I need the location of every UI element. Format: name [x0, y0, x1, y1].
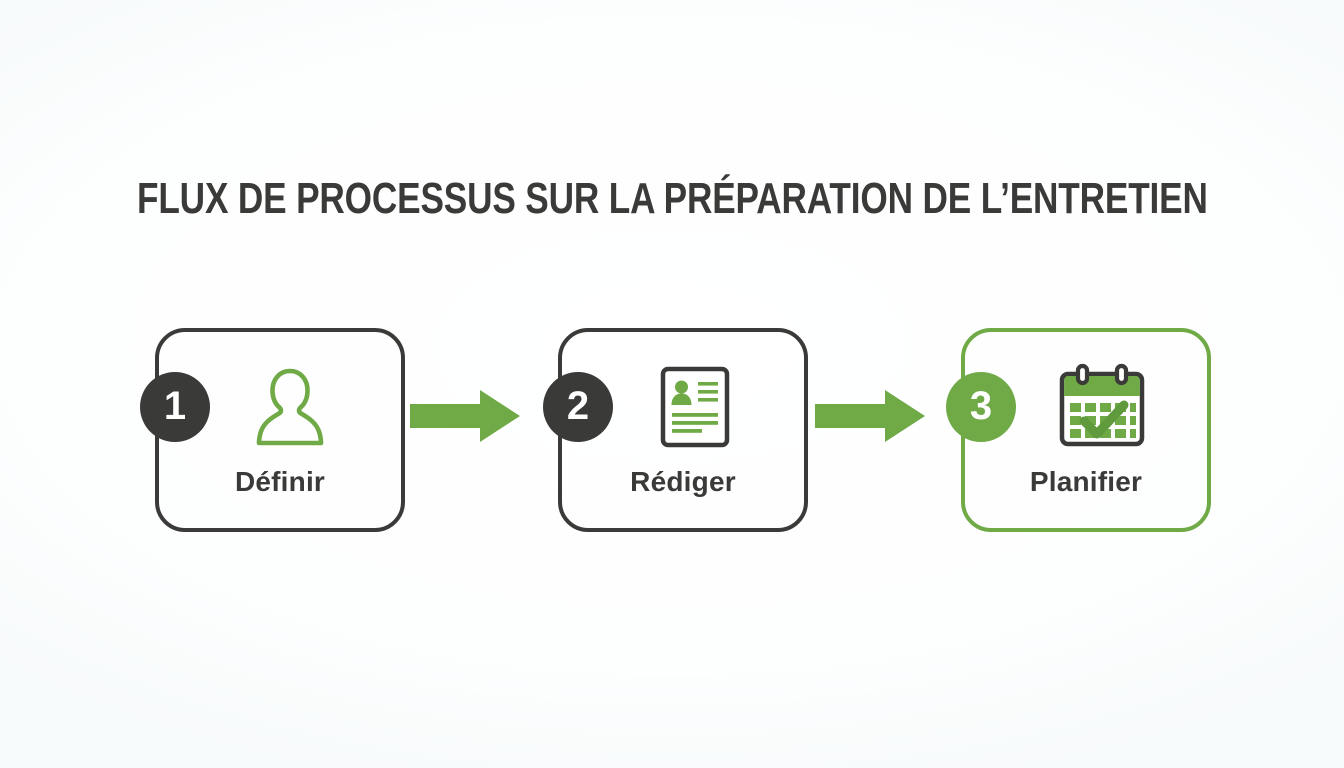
step-label-1: Définir — [234, 466, 326, 497]
page-title: FLUX DE PROCESSUS SUR LA PRÉPARATION DE … — [137, 174, 1208, 223]
step-badge-1-number: 1 — [163, 384, 187, 428]
arrow-step1-to-step2 — [410, 388, 522, 444]
step-label-3: Planifier — [1029, 466, 1143, 497]
step-badge-2: 2 — [543, 372, 613, 442]
resume-document-icon — [645, 362, 745, 452]
step-badge-2-number: 2 — [566, 384, 590, 428]
step-badge-3-number: 3 — [969, 384, 993, 428]
step-label-2: Rédiger — [630, 466, 736, 497]
person-outline-icon — [240, 362, 340, 452]
step-badge-1: 1 — [140, 372, 210, 442]
calendar-check-icon — [1046, 362, 1158, 452]
step-badge-3: 3 — [946, 372, 1016, 442]
arrow-step2-to-step3 — [815, 388, 927, 444]
